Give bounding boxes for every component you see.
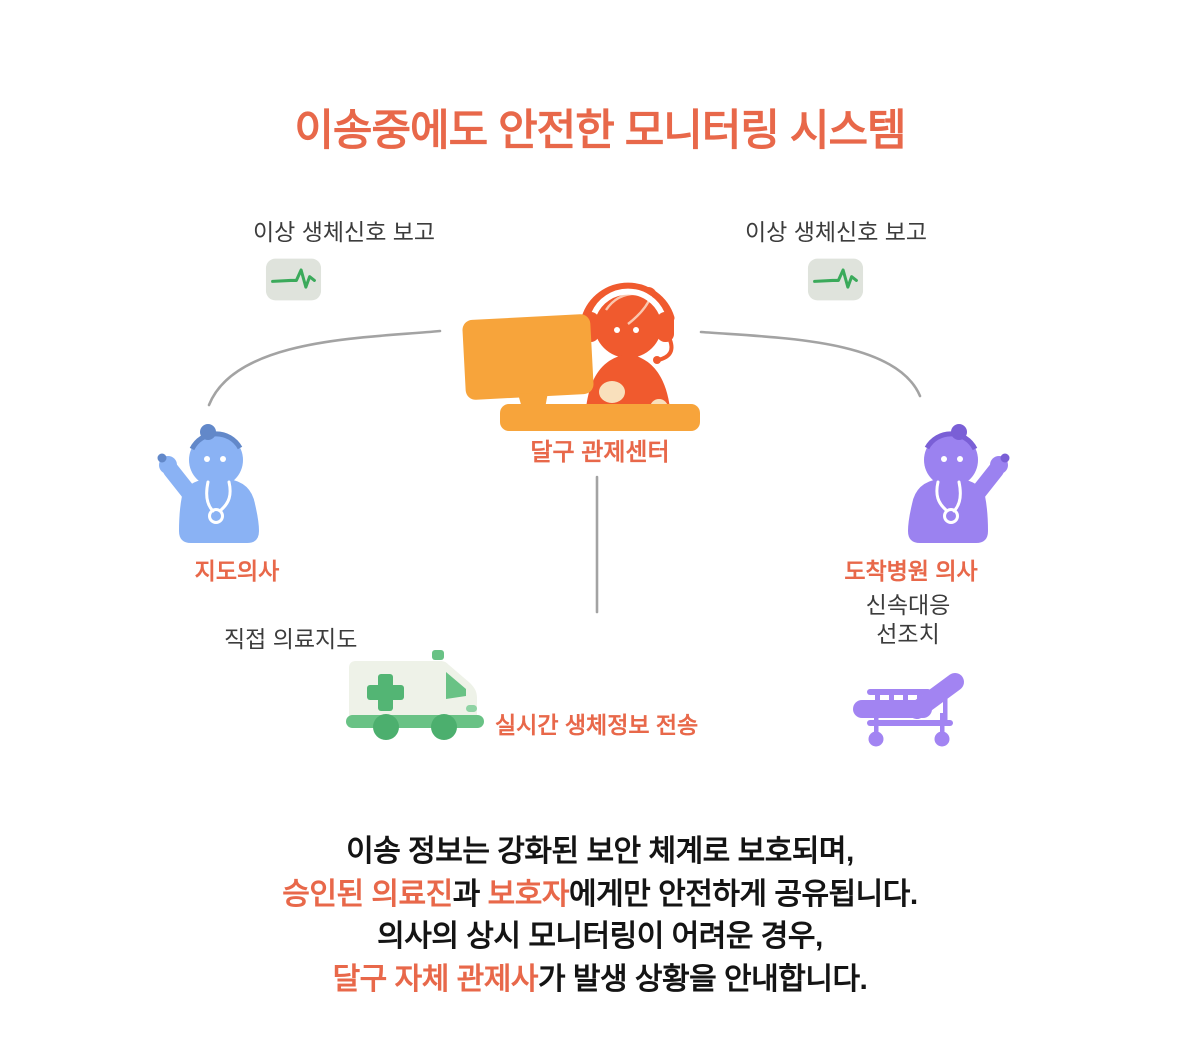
ambulance-icon [340,648,490,743]
rapid-response-line2: 선조치 [876,621,940,647]
supervising-doctor-icon [152,420,287,550]
footer-line2: 승인된 의료진과 보호자에게만 안전하게 공유됩니다. [0,874,1200,917]
footer-line4: 달구 자체 관제사가 발생 상황을 안내합니다. [0,959,1200,1002]
footer-line2-mid: 과 [452,877,488,911]
supervising-doctor-label: 지도의사 [194,558,280,584]
footer-line1: 이송 정보는 강화된 보안 체계로 보호되며, [346,835,854,868]
ecg-waveform-icon [265,257,322,302]
control-center-label: 달구 관제센터 [530,439,670,466]
rapid-response-line1: 신속대응 [865,592,951,618]
page-title: 이송중에도 안전한 모니터링 시스템 [294,107,906,155]
direct-guidance-label: 직접 의료지도 [224,626,358,652]
footer-text: 이송 정보는 강화된 보안 체계로 보호되며, 승인된 의료진과 보호자에게만 … [0,831,1200,1001]
hospital-bed-icon [845,663,975,748]
footer-highlight-approved-staff: 승인된 의료진 [282,877,453,911]
footer-highlight-guardian: 보호자 [487,877,570,911]
rapid-response-label: 신속대응 선조치 [828,591,988,649]
arrival-hospital-doctor-icon [880,420,1015,550]
realtime-vitals-label: 실시간 생체정보 전송 [495,712,699,738]
footer-line2-rest: 에게만 안전하게 공유됩니다. [568,877,918,911]
footer-line4-rest: 가 발생 상황을 안내합니다. [537,962,868,996]
operator-at-monitor-icon [450,262,710,434]
footer-highlight-controller: 달구 자체 관제사 [332,962,539,996]
ecg-waveform-icon [807,257,864,302]
footer-line3: 의사의 상시 모니터링이 어려운 경우, [377,920,823,953]
abnormal-vitals-label-right: 이상 생체신호 보고 [745,219,928,245]
arrival-hospital-doctor-label: 도착병원 의사 [844,558,978,584]
abnormal-vitals-label-left: 이상 생체신호 보고 [253,219,436,245]
